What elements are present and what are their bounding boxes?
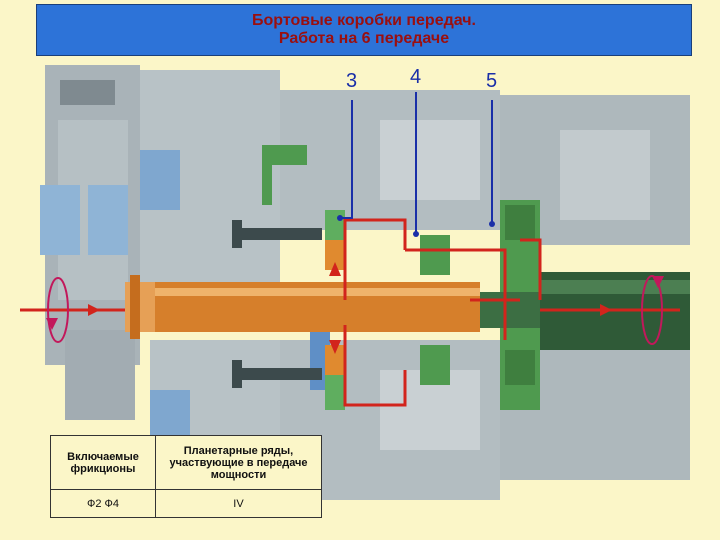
callout-3: 3	[346, 70, 358, 92]
blue-components	[140, 150, 330, 450]
table-header-planetary-rows: Планетарные ряды, участвующие в передаче…	[155, 435, 322, 490]
rotation-indicator-input	[46, 277, 69, 343]
input-shaft	[125, 275, 480, 339]
title-banner: Бортовые коробки передач. Работа на 6 пе…	[36, 4, 692, 56]
central-housing	[280, 90, 690, 500]
actuator-rods	[232, 220, 322, 388]
power-flow-path	[20, 218, 680, 407]
table-value-clutches: Ф2 Ф4	[50, 489, 156, 518]
title-line-2: Работа на 6 передаче	[278, 30, 450, 47]
rotation-indicator-output	[641, 275, 664, 345]
callout-dots	[337, 215, 495, 237]
legend-table: Включаемые фрикционы Планетарные ряды, у…	[50, 435, 322, 518]
table-value-planetary-rows: IV	[155, 489, 322, 518]
planetary-gears	[325, 240, 345, 375]
callout-5: 5	[486, 70, 498, 92]
arrow-heads	[88, 262, 612, 354]
callout-leaders	[340, 92, 493, 234]
callout-4: 4	[410, 66, 422, 88]
title-line-1: Бортовые коробки передач.	[252, 12, 476, 29]
table-header-clutches: Включаемые фрикционы	[50, 435, 156, 490]
